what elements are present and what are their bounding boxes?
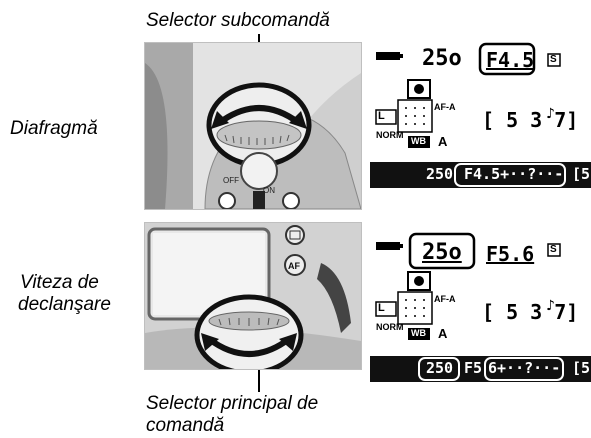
lcd-wb-label: WB bbox=[411, 328, 426, 338]
bottom-control-panel-lcd: ♪ 25o F5.6 S AF-A [ 5 3 7] L NORM WB A bbox=[370, 232, 584, 342]
battery-icon bbox=[376, 242, 403, 250]
lcd-wb-label: WB bbox=[411, 136, 426, 146]
lcd-exposure-mode: S bbox=[550, 54, 557, 65]
lcd-wb-value: A bbox=[438, 326, 448, 341]
svg-text:AF: AF bbox=[288, 261, 300, 271]
lcd-frame-count: [ 5 3 7] bbox=[482, 108, 579, 132]
shutter-speed-label-line2: declanşare bbox=[18, 294, 111, 315]
lcd-compression: NORM bbox=[376, 322, 404, 332]
main-selector-label-line2: comandă bbox=[146, 415, 225, 436]
battery-icon bbox=[376, 52, 403, 60]
strip-exposure-highlight bbox=[484, 357, 564, 381]
strip-shutter: 250 bbox=[426, 359, 454, 377]
lcd-af-area-mode: AF-A bbox=[434, 102, 456, 112]
strip-aperture-highlight bbox=[454, 163, 566, 187]
metering-icon bbox=[407, 79, 431, 99]
lcd-aperture: F5.6 bbox=[486, 242, 535, 266]
strip-aperture-exposure: F4.5+··?··- bbox=[464, 165, 564, 183]
svg-text:♪: ♪ bbox=[546, 298, 555, 314]
lcd-image-quality: L bbox=[378, 110, 385, 122]
metering-icon bbox=[407, 271, 431, 291]
sub-selector-label: Selector subcomandă bbox=[146, 10, 330, 31]
lcd-compression: NORM bbox=[376, 130, 404, 140]
strip-tail: [5 bbox=[572, 165, 591, 183]
main-selector-leader-line bbox=[258, 368, 260, 392]
strip-shutter-highlight bbox=[418, 357, 460, 381]
shutter-speed-label-line1: Viteza de bbox=[20, 272, 99, 293]
lcd-exposure-mode: S bbox=[550, 244, 557, 255]
lcd-shutter-speed: 25o bbox=[422, 240, 462, 265]
lcd-af-area-mode: AF-A bbox=[434, 294, 456, 304]
lcd-shutter-speed: 25o bbox=[422, 46, 462, 71]
aperture-label: Diafragmă bbox=[10, 118, 98, 139]
strip-tail: [5 bbox=[572, 359, 591, 377]
camera-front-photo: OFF ON bbox=[144, 42, 362, 210]
camera-back-photo: AF bbox=[144, 222, 362, 370]
svg-text:♪: ♪ bbox=[546, 106, 555, 122]
main-selector-label-line1: Selector principal de bbox=[146, 393, 319, 414]
lcd-aperture: F4.5 bbox=[486, 48, 535, 72]
svg-text:ON: ON bbox=[263, 186, 275, 195]
strip-exposure: 6+··?··- bbox=[488, 359, 561, 377]
top-control-panel-lcd: ♪ 25o F4.5 S AF-A [ 5 3 7] L NORM WB A bbox=[370, 42, 584, 152]
curved-double-arrow-icon bbox=[217, 105, 301, 126]
svg-text:OFF: OFF bbox=[223, 176, 239, 185]
viewfinder-strip-top: 250 F4.5+··?··- [5 bbox=[370, 162, 591, 188]
strip-shutter: 250 bbox=[426, 165, 454, 183]
lcd-wb-value: A bbox=[438, 134, 448, 149]
viewfinder-strip-bottom: 250 F5 6+··?··- [5 bbox=[370, 356, 591, 382]
lcd-frame-count: [ 5 3 7] bbox=[482, 300, 579, 324]
lcd-image-quality: L bbox=[378, 302, 385, 314]
strip-aperture: F5 bbox=[464, 359, 483, 377]
